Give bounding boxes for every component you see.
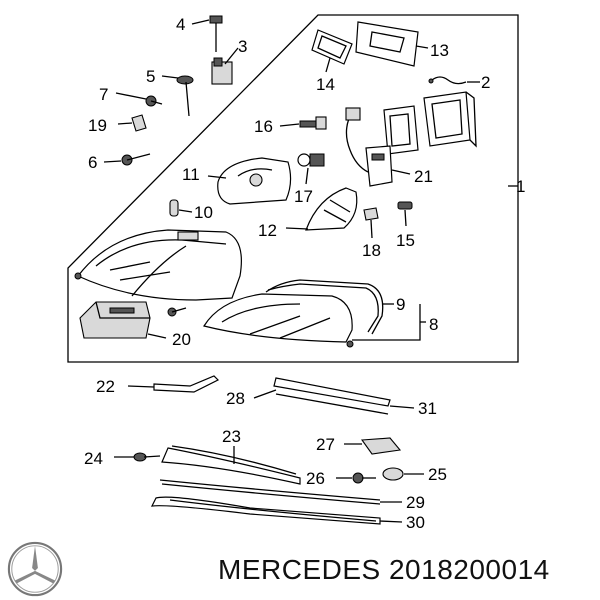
callout-30: 30 xyxy=(406,513,425,532)
callout-18: 18 xyxy=(362,241,381,260)
callout-20: 20 xyxy=(172,330,191,349)
leader-21 xyxy=(391,169,411,175)
leader-10 xyxy=(178,209,193,213)
leader-28 xyxy=(253,389,277,399)
callout-11: 11 xyxy=(182,165,200,184)
part-28-strip xyxy=(273,377,391,415)
callout-4: 4 xyxy=(176,15,185,34)
part-19-clip xyxy=(131,114,147,132)
callout-16: 16 xyxy=(254,117,273,136)
leader-17 xyxy=(305,167,309,185)
mercedes-star-icon xyxy=(7,541,63,597)
part-11-lamp-housing xyxy=(217,157,292,205)
part-25-clip xyxy=(382,467,404,481)
part-29-seal-strip xyxy=(159,479,381,505)
callout-3: 3 xyxy=(238,37,247,56)
callout-9: 9 xyxy=(396,295,405,314)
callout-22: 22 xyxy=(96,377,115,396)
leader-3 xyxy=(224,47,239,65)
part-16-bulb-socket xyxy=(299,116,327,130)
brand-name: MERCEDES xyxy=(218,554,381,585)
leader-5 xyxy=(161,75,179,79)
leader-19 xyxy=(117,122,133,125)
part-5-bolt xyxy=(176,75,194,117)
callout-12: 12 xyxy=(258,221,277,240)
part-23-trim-strip xyxy=(161,445,301,485)
callout-6: 6 xyxy=(88,153,97,172)
callout-17: 17 xyxy=(294,187,313,206)
part-10-small-bulb xyxy=(169,199,179,217)
callout-19: 19 xyxy=(88,116,107,135)
part-17-bulb xyxy=(297,153,325,167)
part-27-bracket xyxy=(360,437,402,455)
part-12-signal-lens xyxy=(305,187,358,231)
part-14-seal-frame xyxy=(311,29,353,65)
leader-14 xyxy=(325,57,331,73)
callout-24: 24 xyxy=(84,449,103,468)
footer-caption: MERCEDES 2018200014 xyxy=(218,554,550,586)
part-18-clip xyxy=(363,207,379,221)
callout-28: 28 xyxy=(226,389,245,408)
callout-14: 14 xyxy=(316,75,335,94)
part-3-clip-nut xyxy=(211,57,233,85)
part-21-wiring-harness xyxy=(345,107,393,187)
part-30-seal-strip xyxy=(150,496,381,525)
callout-25: 25 xyxy=(428,465,447,484)
callout-23: 23 xyxy=(222,427,241,446)
callout-21: 21 xyxy=(414,167,433,186)
callout-10: 10 xyxy=(194,203,213,222)
part-9-lens-gasket xyxy=(265,279,384,335)
callout-27: 27 xyxy=(316,435,335,454)
leader-4 xyxy=(191,19,210,25)
headlamp-screw xyxy=(167,307,187,317)
assembly-outline xyxy=(67,14,519,363)
callout-7: 7 xyxy=(99,85,108,104)
leader-30 xyxy=(379,520,403,523)
part-6-screw xyxy=(121,153,151,166)
reflector-frame-inner xyxy=(383,105,419,155)
leader-20 xyxy=(147,333,167,339)
leader-16 xyxy=(279,123,300,127)
part-20-control-module xyxy=(79,301,151,339)
callout-31: 31 xyxy=(418,399,437,418)
callout-1: 1 xyxy=(516,177,525,196)
callout-15: 15 xyxy=(396,231,415,250)
part-8-lens xyxy=(203,293,354,348)
leader-8 xyxy=(352,304,421,341)
callout-26: 26 xyxy=(306,469,325,488)
callout-8: 8 xyxy=(429,315,438,334)
part-4-bolt xyxy=(209,15,223,52)
part-26-screw xyxy=(352,472,376,484)
part-24-screw xyxy=(133,452,161,462)
part-7-screw xyxy=(145,95,163,107)
leader-12 xyxy=(285,227,309,230)
leader-13 xyxy=(415,45,429,49)
leader-7 xyxy=(115,92,147,100)
leader-22 xyxy=(127,385,155,388)
callout-5: 5 xyxy=(146,67,155,86)
leader-31 xyxy=(389,405,415,409)
part-22-bracket xyxy=(153,375,220,393)
reflector-frame-outer xyxy=(423,91,477,148)
callout-2: 2 xyxy=(481,73,490,92)
leader-15 xyxy=(404,209,407,227)
callout-29: 29 xyxy=(406,493,425,512)
part-13-gasket-plate xyxy=(355,21,419,67)
headlamp-assembly xyxy=(74,229,242,301)
part-15-bulb-holder xyxy=(397,201,413,210)
leader-11 xyxy=(207,175,227,179)
callout-13: 13 xyxy=(430,41,449,60)
part-2-wire xyxy=(428,76,467,85)
leader-18 xyxy=(370,219,373,239)
part-number: 2018200014 xyxy=(388,554,550,585)
leader-6 xyxy=(103,160,122,163)
